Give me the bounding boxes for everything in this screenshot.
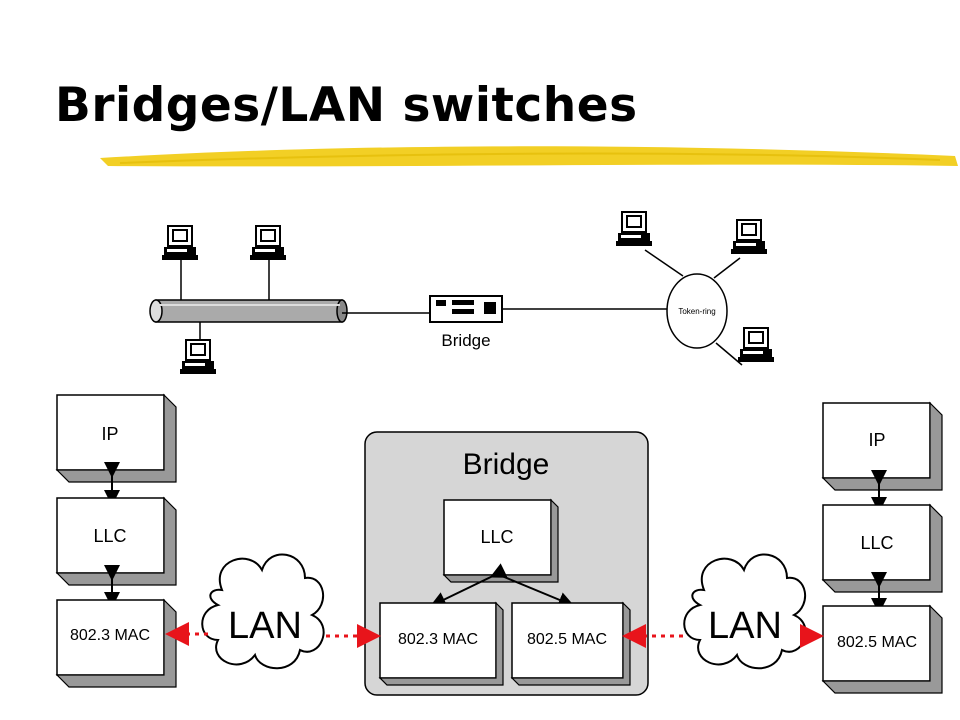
token-ring-label: Token-ring <box>678 307 715 316</box>
underline-stroke <box>100 146 958 167</box>
bridge-device-icon <box>429 295 503 323</box>
right-lan-label: LAN <box>708 605 782 647</box>
left-lan-label: LAN <box>228 605 302 647</box>
right-mac-box: 802.5 MAC <box>821 604 943 694</box>
right-llc-label: LLC <box>860 533 893 553</box>
right-lan-cloud: LAN <box>683 553 807 670</box>
right-ip-box: IP <box>821 401 943 491</box>
pc-icon <box>179 339 217 375</box>
pc-icon <box>161 225 199 261</box>
underline-shade <box>119 152 941 164</box>
bridge-llc-label: LLC <box>480 527 513 547</box>
pc-icon <box>615 211 653 247</box>
bridge-mac-a-box: 802.3 MAC <box>378 601 504 686</box>
left-llc-label: LLC <box>93 526 126 546</box>
left-mac-label: 802.3 MAC <box>70 627 150 644</box>
left-protocol-stack: IP LLC 802.3 MAC <box>55 393 177 688</box>
lan-links <box>165 622 824 648</box>
pc-icon <box>249 225 287 261</box>
right-protocol-stack: IP LLC 802.5 MAC <box>821 401 943 694</box>
left-lan-cloud: LAN <box>201 553 325 670</box>
slide-title: Bridges/LAN switches <box>55 78 638 133</box>
bridge-box: Bridge LLC 802.3 MAC 802.5 MAC <box>364 431 649 696</box>
bridge-mac-b-box: 802.5 MAC <box>510 601 631 686</box>
pc-icon <box>730 219 768 255</box>
bridge-device-label: Bridge <box>441 331 490 350</box>
network-topology: Bridge Token-ring <box>149 211 775 375</box>
left-ip-box: IP <box>55 393 177 483</box>
token-ring-icon <box>666 273 728 349</box>
bridge-mac-a-label: 802.3 MAC <box>398 631 478 648</box>
title-underline <box>100 146 958 167</box>
left-llc-box: LLC <box>55 496 177 586</box>
pc-icon <box>737 327 775 363</box>
ethernet-backbone <box>149 299 348 323</box>
left-ip-label: IP <box>101 424 118 444</box>
right-llc-box: LLC <box>821 503 943 593</box>
right-ip-label: IP <box>868 430 885 450</box>
bridge-mac-b-label: 802.5 MAC <box>527 631 607 648</box>
bridge-llc-box: LLC <box>442 498 559 583</box>
right-mac-label: 802.5 MAC <box>837 634 917 651</box>
left-mac-box: 802.3 MAC <box>55 598 177 688</box>
bridge-box-title: Bridge <box>463 448 550 481</box>
